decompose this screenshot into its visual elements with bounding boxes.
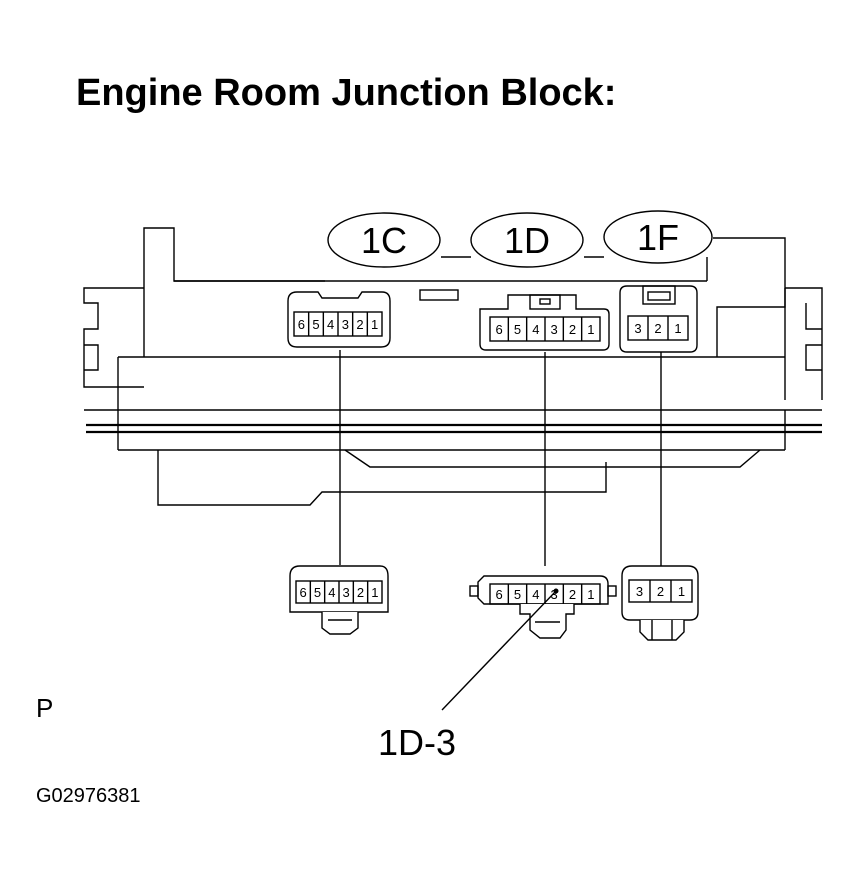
connector-1C-harness-pin-6: 6: [300, 585, 307, 600]
figure-code: G02976381: [36, 785, 141, 807]
label-oval-1C: 1C: [327, 212, 441, 268]
connector-1D-block-pin-6: 6: [496, 322, 503, 337]
connector-1D-harness-pin-2: 2: [569, 587, 576, 602]
connector-1C-block-pin-1: 1: [371, 317, 378, 332]
page-title: Engine Room Junction Block:: [76, 72, 616, 114]
connector-1F-block-pin-2: 2: [654, 321, 661, 336]
connector-1F-block-pin-1: 1: [674, 321, 681, 336]
label-oval-1F: 1F: [603, 210, 713, 264]
label-1C: 1C: [361, 220, 407, 261]
connector-1C-block-pin-3: 3: [342, 317, 349, 332]
connector-1C-block-pin-2: 2: [356, 317, 363, 332]
junction-block-body: [83, 227, 823, 506]
connector-1F-harness-pin-3: 3: [636, 584, 643, 599]
connector-1C-harness-pin-4: 4: [328, 585, 335, 600]
connector-1C-block-pin-6: 6: [298, 317, 305, 332]
label-1D: 1D: [504, 220, 550, 261]
view-letter: P: [36, 693, 53, 723]
connector-1D-block-pin-2: 2: [569, 322, 576, 337]
connector-1C-harness-pin-2: 2: [357, 585, 364, 600]
connector-1C-harness-pin-1: 1: [371, 585, 378, 600]
connector-1D-block-pin-1: 1: [587, 322, 594, 337]
connector-1D-harness-pin-5: 5: [514, 587, 521, 602]
connector-1D-harness-pin-3: 3: [551, 587, 558, 602]
connector-1D-harness-pin-1: 1: [587, 587, 594, 602]
label-1F: 1F: [637, 217, 679, 258]
connector-1C-block-pin-4: 4: [327, 317, 334, 332]
connector-1F-block-pin-3: 3: [634, 321, 641, 336]
connector-1C-harness-pin-3: 3: [343, 585, 350, 600]
connector-1D-block-pin-5: 5: [514, 322, 521, 337]
connector-1F-harness-pin-1: 1: [678, 584, 685, 599]
callout-1D-3: 1D-3: [378, 722, 456, 763]
connector-1D-harness-pin-4: 4: [532, 587, 539, 602]
connector-1F-harness-pin-2: 2: [657, 584, 664, 599]
label-oval-1D: 1D: [470, 212, 584, 268]
callout-pointer: [441, 590, 557, 711]
connector-1D-harness-pin-6: 6: [496, 587, 503, 602]
connector-1D-block-pin-4: 4: [532, 322, 539, 337]
connector-1D-block-pin-3: 3: [551, 322, 558, 337]
connector-1C-harness-pin-5: 5: [314, 585, 321, 600]
connector-1C-block-pin-5: 5: [312, 317, 319, 332]
